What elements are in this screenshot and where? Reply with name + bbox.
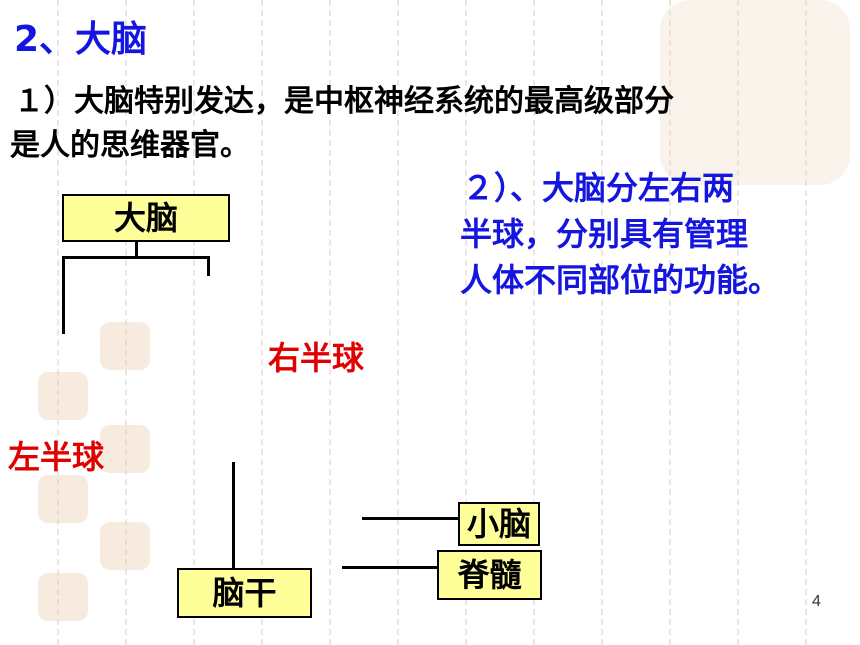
grid-line xyxy=(329,0,331,645)
cerebellum-box: 小脑 xyxy=(458,502,540,546)
connector-line xyxy=(232,462,235,570)
grid-line xyxy=(601,0,603,645)
brainstem-box: 脑干 xyxy=(177,568,312,618)
grid-line xyxy=(465,0,467,645)
grid-line xyxy=(125,0,127,645)
left-hemisphere-label: 左半球 xyxy=(8,438,105,476)
cerebrum-box: 大脑 xyxy=(62,194,230,242)
connector-line xyxy=(362,517,460,520)
point2-line1: ２）、大脑分左右两 xyxy=(462,169,735,207)
slide-title: 2、大脑 xyxy=(14,19,148,60)
right-hemisphere-label: 右半球 xyxy=(268,339,365,377)
grid-line xyxy=(193,0,195,645)
connector-line xyxy=(135,242,138,258)
page-number: 4 xyxy=(812,593,821,610)
connector-line xyxy=(62,256,210,259)
point1-line2: 是人的思维器官。 xyxy=(10,128,250,163)
seal-watermark xyxy=(100,425,150,473)
seal-watermark xyxy=(38,372,88,420)
seal-watermark xyxy=(100,522,150,570)
grid-line xyxy=(533,0,535,645)
spinal-cord-box: 脊髓 xyxy=(437,550,542,600)
grid-line xyxy=(261,0,263,645)
seal-watermark xyxy=(38,573,88,621)
connector-line xyxy=(342,566,438,569)
seal-watermark xyxy=(660,0,850,185)
point2-line3: 人体不同部位的功能。 xyxy=(460,261,781,299)
point2-line2: 半球，分别具有管理 xyxy=(460,215,749,253)
seal-watermark xyxy=(100,322,150,370)
grid-line xyxy=(805,0,807,645)
grid-line xyxy=(57,0,59,645)
point1-line1: １）大脑特别发达，是中枢神经系统的最高级部分 xyxy=(14,84,674,119)
connector-line xyxy=(207,256,210,276)
seal-watermark xyxy=(38,475,88,523)
grid-line xyxy=(669,0,671,645)
grid-line xyxy=(397,0,399,645)
connector-line xyxy=(62,256,65,334)
grid-line xyxy=(737,0,739,645)
